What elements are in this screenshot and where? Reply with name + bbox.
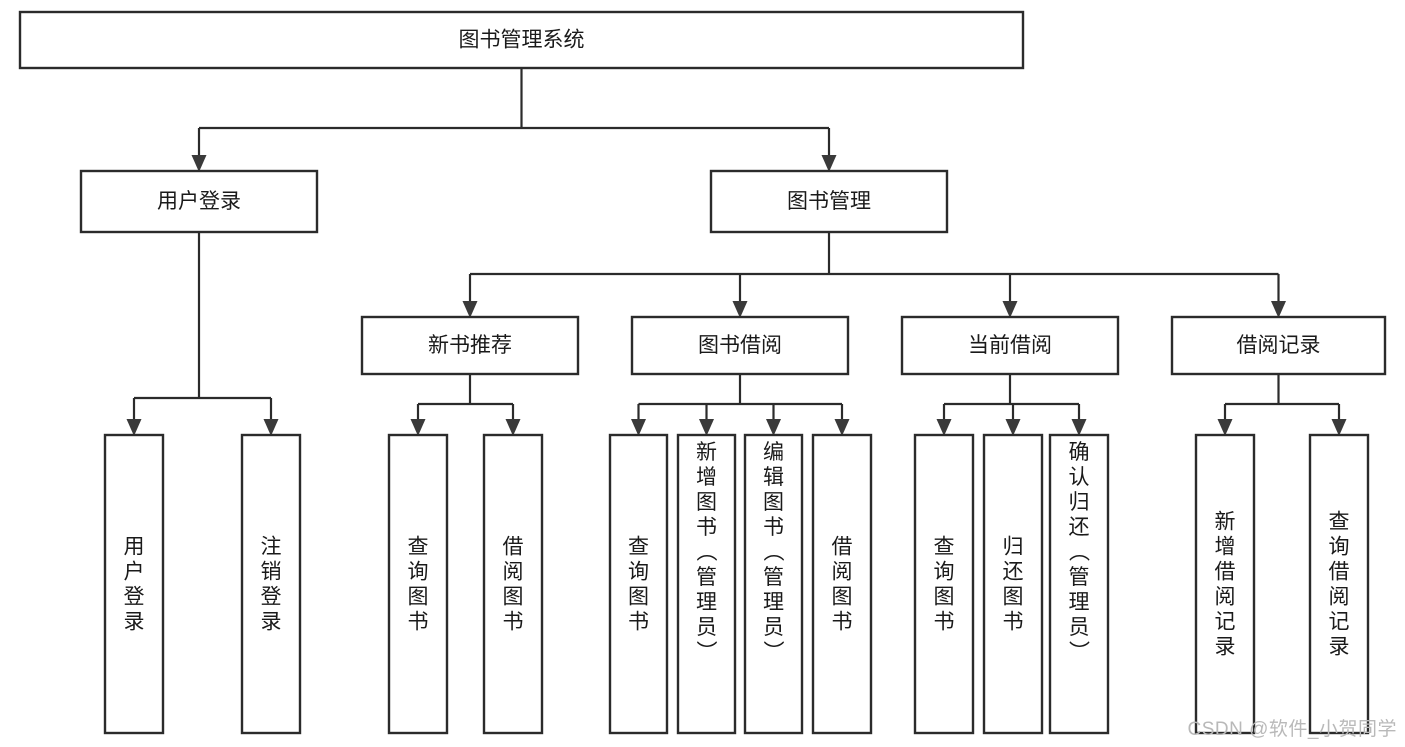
connector-group [410, 374, 521, 436]
node-label: 归还图书 [1003, 536, 1024, 634]
node-box[interactable] [1170, 315, 1387, 376]
node-label: 借阅记录 [1237, 334, 1321, 357]
node-label: 借阅图书 [503, 536, 524, 634]
arrow-head-icon [1071, 419, 1087, 436]
arrow-head-icon [126, 419, 142, 436]
node-label: 当前借阅 [968, 334, 1052, 357]
node-box[interactable] [387, 433, 449, 735]
node-box[interactable] [630, 315, 850, 376]
arrow-head-icon [1331, 419, 1347, 436]
arrow-head-icon [410, 419, 426, 436]
node-box[interactable] [811, 433, 873, 735]
node-leaf-return-book[interactable]: 归还图书 [982, 433, 1044, 735]
node-box[interactable] [982, 433, 1044, 735]
node-box[interactable] [1308, 433, 1370, 735]
node-box[interactable] [676, 433, 737, 735]
arrow-head-icon [936, 419, 952, 436]
node-box[interactable] [482, 433, 544, 735]
node-leaf-borrow-book[interactable]: 借阅图书 [811, 433, 873, 735]
node-leaf-borrow-book-rec[interactable]: 借阅图书 [482, 433, 544, 735]
connector-group [462, 232, 1286, 318]
node-label: 用户登录 [157, 190, 241, 213]
node-label: 编辑图书（管理员） [763, 441, 785, 664]
node-label: 图书管理系统 [459, 29, 585, 52]
node-box[interactable] [900, 315, 1120, 376]
arrow-head-icon [1271, 301, 1286, 318]
node-leaf-add-record[interactable]: 新增借阅记录 [1194, 433, 1256, 735]
arrow-head-icon [1005, 419, 1021, 436]
arrow-head-icon [1217, 419, 1233, 436]
arrow-head-icon [263, 419, 279, 436]
node-label: 查询图书 [934, 536, 955, 634]
arrow-head-icon [766, 419, 781, 436]
connector-group [936, 374, 1087, 436]
node-leaf-query-book-cur[interactable]: 查询图书 [913, 433, 975, 735]
connectors-layer [126, 68, 1347, 436]
arrow-head-icon [821, 155, 837, 172]
arrow-head-icon [1002, 301, 1018, 318]
node-leaf-edit-book[interactable]: 编辑图书（管理员） [743, 433, 804, 735]
arrow-head-icon [699, 419, 714, 436]
connector-group [631, 374, 850, 436]
node-label: 图书借阅 [698, 334, 782, 357]
node-new-book-recommend[interactable]: 新书推荐 [360, 315, 580, 376]
node-book-manage[interactable]: 图书管理 [709, 169, 949, 234]
csdn-watermark: CSDN @软件_小贺同学 [1187, 719, 1397, 740]
node-label: 查询借阅记录 [1329, 511, 1350, 659]
node-box[interactable] [709, 169, 949, 234]
node-box[interactable] [79, 169, 319, 234]
arrow-head-icon [462, 301, 478, 318]
node-box[interactable] [360, 315, 580, 376]
node-label: 确认归还（管理员） [1069, 441, 1091, 664]
arrow-head-icon [191, 155, 207, 172]
node-label: 借阅图书 [832, 536, 853, 634]
node-box[interactable] [18, 10, 1025, 70]
node-box[interactable] [913, 433, 975, 735]
nodes-layer: 图书管理系统用户登录图书管理新书推荐图书借阅当前借阅借阅记录用户登录注销登录查询… [18, 10, 1387, 735]
node-borrow-record[interactable]: 借阅记录 [1170, 315, 1387, 376]
node-label: 查询图书 [408, 536, 429, 634]
node-label: 新增借阅记录 [1215, 511, 1236, 659]
node-box[interactable] [1048, 433, 1110, 735]
node-user-login[interactable]: 用户登录 [79, 169, 319, 234]
arrow-head-icon [505, 419, 521, 436]
node-box[interactable] [103, 433, 165, 735]
node-label: 新增图书（管理员） [696, 441, 718, 664]
node-root[interactable]: 图书管理系统 [18, 10, 1025, 70]
arrow-head-icon [631, 419, 646, 436]
node-label: 图书管理 [787, 190, 871, 213]
node-current-borrow[interactable]: 当前借阅 [900, 315, 1120, 376]
node-box[interactable] [1194, 433, 1256, 735]
node-leaf-query-record[interactable]: 查询借阅记录 [1308, 433, 1370, 735]
node-leaf-query-book-borrow[interactable]: 查询图书 [608, 433, 669, 735]
node-book-borrow[interactable]: 图书借阅 [630, 315, 850, 376]
node-box[interactable] [240, 433, 302, 735]
node-box[interactable] [743, 433, 804, 735]
node-leaf-query-book-rec[interactable]: 查询图书 [387, 433, 449, 735]
arrow-head-icon [732, 301, 748, 318]
node-label: 新书推荐 [428, 334, 512, 357]
connector-group [191, 68, 837, 172]
node-label: 用户登录 [124, 536, 145, 634]
node-label: 查询图书 [628, 536, 649, 634]
node-leaf-user-login[interactable]: 用户登录 [103, 433, 165, 735]
connector-group [126, 232, 279, 436]
node-label: 注销登录 [261, 536, 282, 634]
arrow-head-icon [834, 419, 850, 436]
node-leaf-add-book[interactable]: 新增图书（管理员） [676, 433, 737, 735]
node-box[interactable] [608, 433, 669, 735]
node-leaf-confirm-return[interactable]: 确认归还（管理员） [1048, 433, 1110, 735]
node-leaf-logout[interactable]: 注销登录 [240, 433, 302, 735]
connector-group [1217, 374, 1347, 436]
